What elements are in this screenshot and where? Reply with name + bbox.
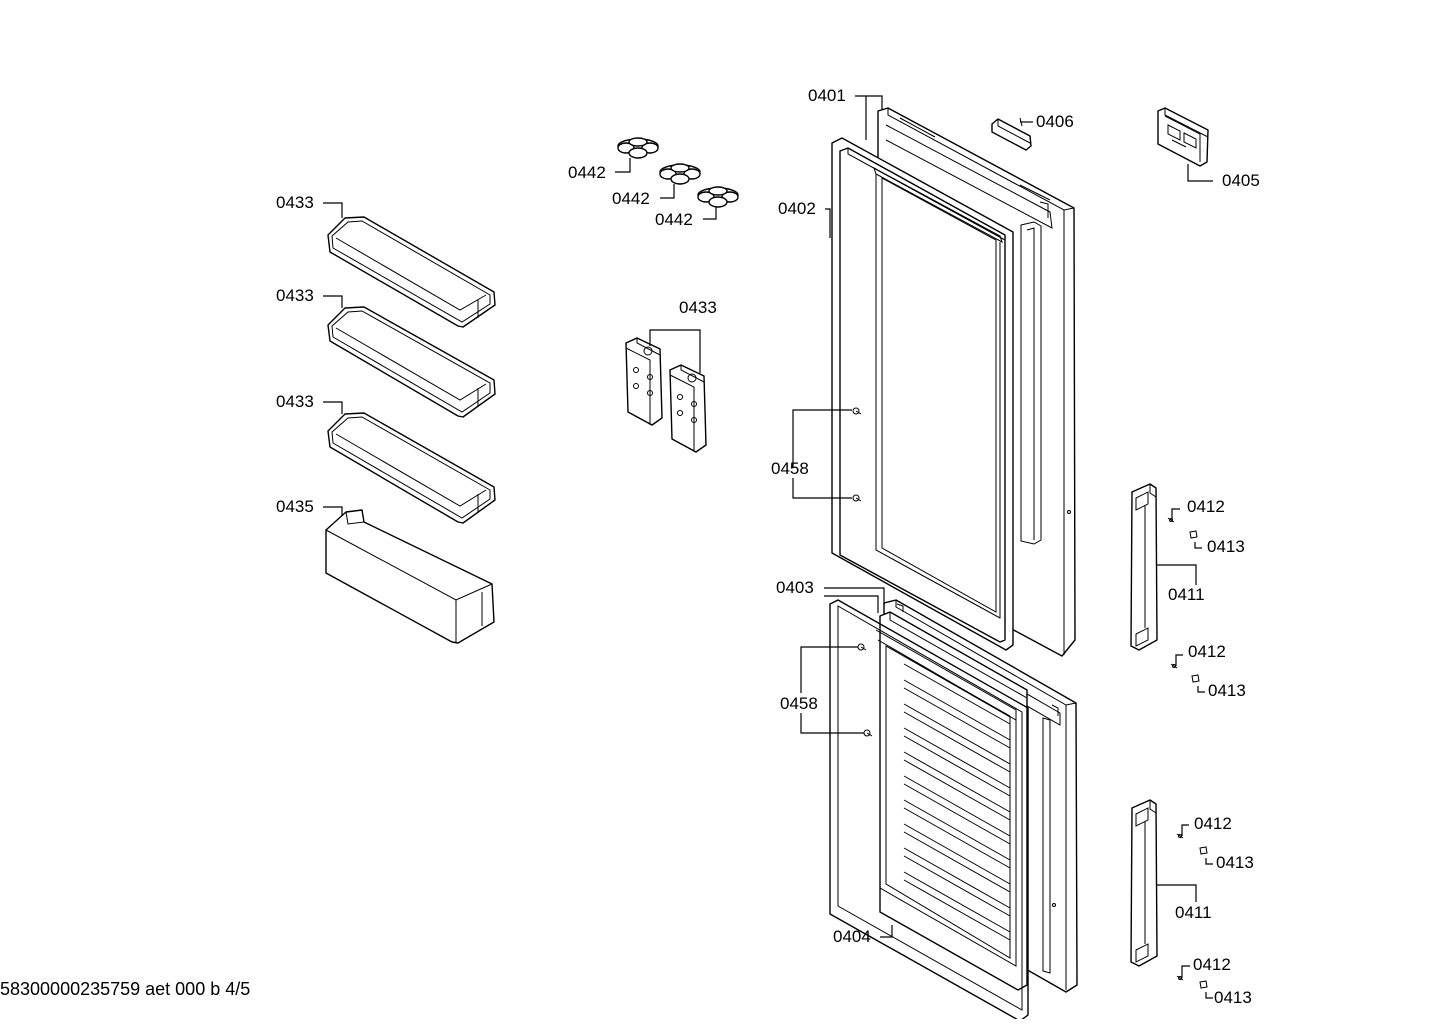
label-0401: 0401 xyxy=(808,86,846,105)
egg-tray-1 xyxy=(617,137,659,159)
label-0412-d: 0412 xyxy=(1193,955,1231,974)
label-0458-lower: 0458 xyxy=(780,694,818,713)
handle-screws-and-caps xyxy=(1167,508,1213,999)
label-0458-upper: 0458 xyxy=(771,459,809,478)
label-0433-ice-pack: 0433 xyxy=(679,298,717,317)
lower-door-inner-liner xyxy=(879,611,1051,991)
egg-tray-2 xyxy=(659,163,701,185)
document-id-footer: 58300000235759 aet 000 b 4/5 xyxy=(0,979,251,999)
upper-door-leader-lines xyxy=(825,95,883,238)
freezer-door-louvers xyxy=(903,655,1011,941)
egg-tray-leader-lines xyxy=(615,158,717,220)
label-0411-lower: 0411 xyxy=(1175,903,1212,922)
lower-handle xyxy=(1130,799,1197,967)
door-shelf-1 xyxy=(327,216,496,328)
upper-handle xyxy=(1130,483,1197,651)
lower-door-leader-lines xyxy=(824,587,893,938)
lower-door-gasket xyxy=(829,599,1029,1022)
label-0413-d: 0413 xyxy=(1214,988,1252,1007)
label-0433-shelf-1: 0433 xyxy=(276,193,314,212)
ice-pack-2 xyxy=(669,364,707,453)
upper-door-screws xyxy=(792,407,862,502)
hinge-cover xyxy=(991,117,1033,151)
door-shelf-3 xyxy=(327,412,496,524)
label-0433-shelf-2: 0433 xyxy=(276,286,314,305)
label-0442-c: 0442 xyxy=(655,210,693,229)
label-0442-a: 0442 xyxy=(568,163,606,182)
part-labels: 0401 0406 0405 0402 0442 0442 0442 0433 … xyxy=(276,86,1260,1007)
label-0402: 0402 xyxy=(778,199,816,218)
door-shelf-2 xyxy=(327,306,496,418)
lower-door-screws xyxy=(800,643,873,737)
label-0435: 0435 xyxy=(276,497,314,516)
upper-door-gasket xyxy=(831,137,1014,651)
label-0404: 0404 xyxy=(833,927,871,946)
label-0413-a: 0413 xyxy=(1207,537,1245,556)
label-0406: 0406 xyxy=(1036,112,1074,131)
ice-pack-leader-lines xyxy=(649,329,701,373)
label-0405: 0405 xyxy=(1222,171,1260,190)
label-0442-b: 0442 xyxy=(612,189,650,208)
label-0412-b: 0412 xyxy=(1188,642,1226,661)
label-0413-b: 0413 xyxy=(1208,681,1246,700)
shelf-leader-lines xyxy=(323,202,343,516)
label-0413-c: 0413 xyxy=(1216,853,1254,872)
ice-pack-1 xyxy=(625,337,663,426)
label-0412-c: 0412 xyxy=(1194,814,1232,833)
label-0403: 0403 xyxy=(776,578,814,597)
label-0412-a: 0412 xyxy=(1187,497,1225,516)
bottle-shelf xyxy=(325,509,495,644)
label-0411-upper: 0411 xyxy=(1168,585,1205,604)
label-0433-shelf-3: 0433 xyxy=(276,392,314,411)
control-board xyxy=(1157,107,1213,182)
egg-tray-3 xyxy=(697,186,739,208)
